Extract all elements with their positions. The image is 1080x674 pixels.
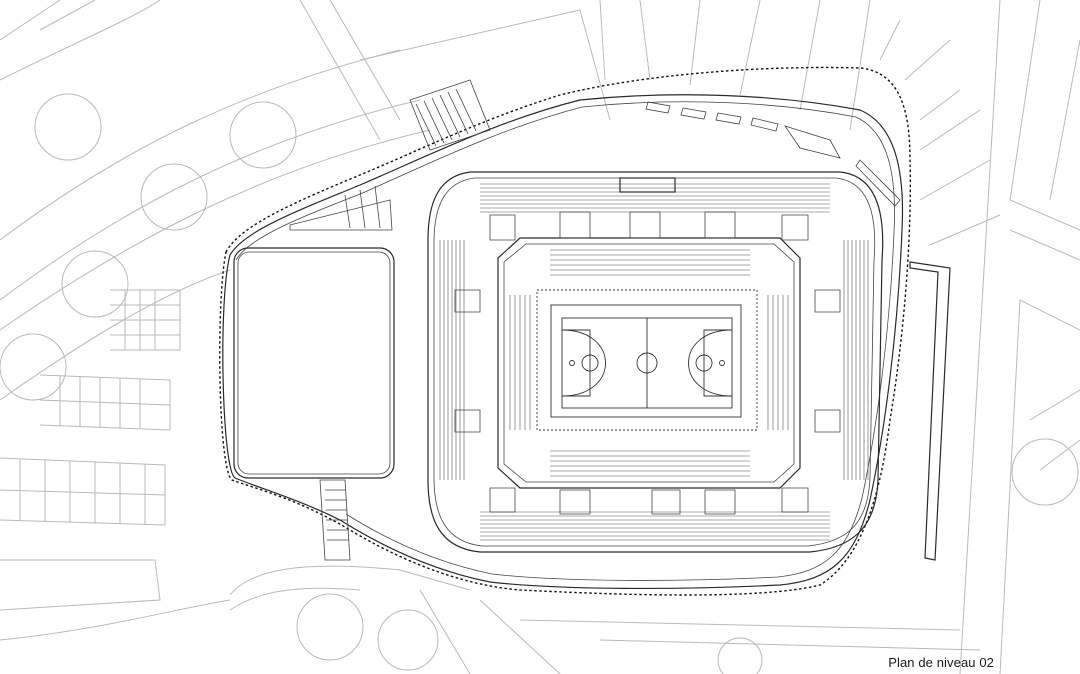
site-boundary-line (219, 66, 912, 596)
basketball-court (536, 289, 758, 431)
arena-bowl (427, 171, 884, 553)
plan-caption: Plan de niveau 02 (888, 655, 994, 670)
arena-building (222, 79, 951, 590)
parking-lots (0, 289, 181, 526)
